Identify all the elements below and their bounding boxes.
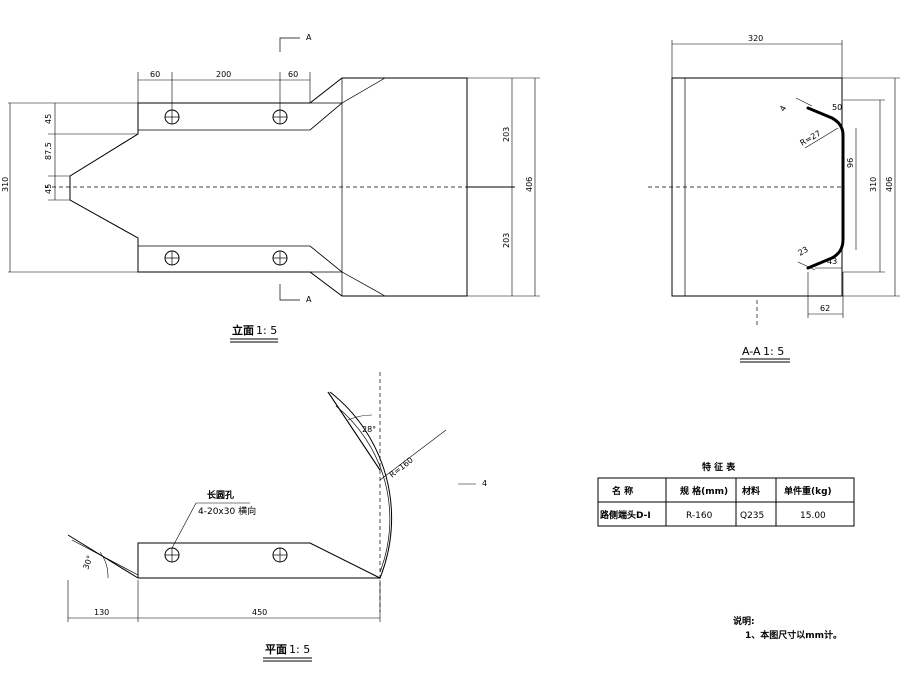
hole-label: 长圆孔: [207, 489, 234, 501]
dim-310: 310: [869, 177, 878, 192]
dim-43: 43: [827, 257, 837, 266]
dim-200: 200: [216, 70, 231, 79]
bottom-slot-strip: [138, 245, 343, 273]
table-title: 特 征 表: [702, 461, 736, 473]
elevation-title: 立面: [232, 323, 254, 337]
section-scale: 1: 5: [763, 345, 784, 358]
elevation-scale: 1: 5: [256, 324, 277, 337]
slot-hole-icon: [164, 109, 180, 125]
table-header-cell: 名 称: [612, 485, 633, 497]
dim-406: 406: [885, 177, 894, 192]
dim-203: 203: [502, 127, 511, 142]
table-header-cell: 材料: [741, 485, 760, 497]
plan-curve: [327, 391, 393, 579]
table-cell: 路侧端头D-I: [600, 509, 651, 521]
dim-203: 203: [502, 233, 511, 248]
slot-hole-icon: [272, 250, 288, 266]
section-title: A-A: [742, 345, 761, 358]
dim-45: 45: [44, 114, 53, 124]
hole-leader: [171, 502, 250, 549]
dim-60: 60: [150, 70, 160, 79]
profile-section: [806, 106, 845, 270]
notes-line: 1、本图尺寸以mm计。: [745, 629, 842, 641]
plan-plate-outline: [137, 542, 381, 579]
dim-4: 4: [482, 479, 487, 488]
top-flap-diag: [309, 102, 343, 131]
table-cell: 15.00: [800, 511, 826, 521]
table-cell: R-160: [686, 511, 713, 521]
dim-50: 50: [832, 103, 842, 112]
top-slot-strip: [137, 102, 343, 131]
bottom-flap-line: [310, 271, 386, 297]
table-cell: Q235: [740, 511, 764, 521]
section-cut-mark-bottom: [279, 284, 300, 301]
radius-160: R=160: [388, 456, 415, 480]
dim-4: 4: [778, 104, 788, 113]
dim-23: 23: [797, 245, 810, 258]
plan-title: 平面: [265, 643, 287, 656]
section-mark-label: A: [306, 33, 312, 42]
bottom-flap-diag: [309, 245, 343, 273]
dim-310: 310: [1, 177, 10, 192]
plan-view: 长圆孔 4-20x30 横向 28° R=160 4 30° 130 450 平…: [67, 372, 487, 662]
hole-spec: 4-20x30 横向: [198, 505, 256, 517]
feature-table: 特 征 表 名 称 规 格(mm) 材料 单件重(kg) 路侧端头D-I R-1…: [597, 461, 855, 527]
table-header-cell: 规 格(mm): [680, 485, 728, 497]
tip-edge-top: [69, 133, 139, 177]
dim-60: 60: [288, 70, 298, 79]
dim-320: 320: [748, 34, 763, 43]
angle-28: 28°: [362, 425, 376, 434]
dim-450: 450: [252, 608, 267, 617]
top-flap-line: [310, 77, 386, 104]
angle-30: 30°: [81, 554, 94, 570]
dim-96: 96: [846, 158, 855, 168]
slot-hole-icon: [164, 547, 180, 563]
dim-45: 45: [44, 184, 53, 194]
dim-406: 406: [525, 177, 534, 192]
dim-62: 62: [820, 304, 830, 313]
slot-hole-icon: [164, 250, 180, 266]
section-mark-label: A: [306, 295, 312, 304]
slot-hole-icon: [272, 547, 288, 563]
plan-curve-inner: [335, 405, 391, 573]
tip-edge-bottom: [69, 199, 139, 239]
slot-hole-icon: [272, 109, 288, 125]
elevation-view: A A 60 200 60 310 45 87.5 45 203 203 406…: [1, 33, 540, 343]
plan-scale: 1: 5: [289, 643, 310, 656]
notes-heading: 说明:: [733, 615, 755, 627]
section-view: 320 4 50 R=27 96 310 406 23 43 62 A-A 1:…: [648, 34, 900, 363]
dim-130: 130: [94, 608, 109, 617]
dim-87-5: 87.5: [44, 142, 53, 160]
notes: 说明: 1、本图尺寸以mm计。: [733, 615, 842, 641]
radius-line: [379, 429, 447, 481]
section-cut-mark-top: [279, 37, 300, 52]
table-header-cell: 单件重(kg): [784, 485, 832, 497]
